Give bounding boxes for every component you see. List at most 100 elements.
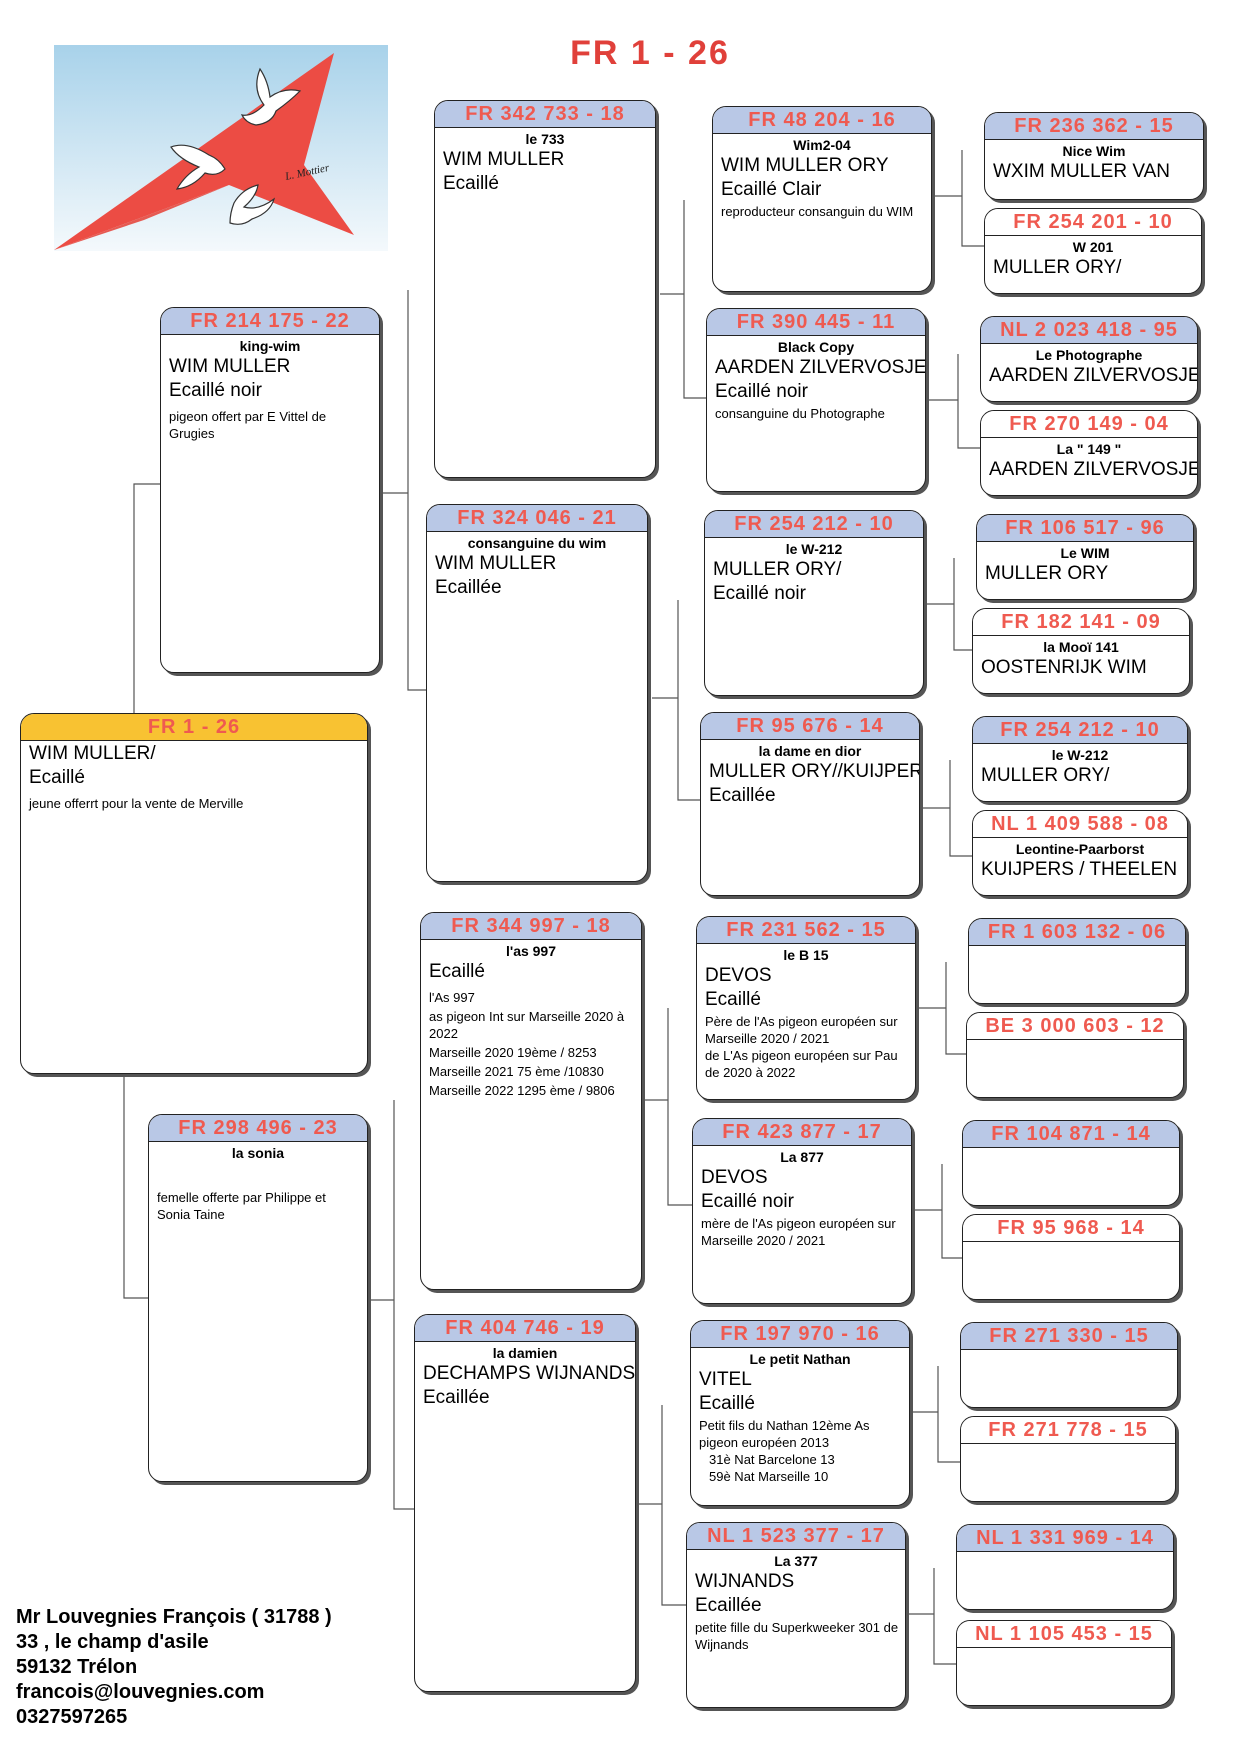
color-line: Ecaillé noir — [713, 583, 806, 604]
ring-number: NL 2 023 418 - 95 — [981, 317, 1197, 344]
pedigree-card-g16: NL 1 105 453 - 15 — [956, 1620, 1172, 1706]
owner-address: Mr Louvegnies François ( 31788 ) 33 , le… — [16, 1605, 332, 1730]
logo: L. Mottier — [54, 45, 388, 251]
pigeon-name: le W-212 — [1051, 747, 1109, 763]
pigeon-name: Black Copy — [777, 339, 855, 355]
breeder-line: MULLER ORY — [985, 563, 1109, 584]
breeder-line: AARDEN ZILVERVOSJE/ — [989, 459, 1198, 480]
ring-number: FR 342 733 - 18 — [435, 101, 655, 128]
pigeon-name: Leontine-Paarborst — [1015, 841, 1145, 857]
pedigree-card-g10: BE 3 000 603 - 12 — [966, 1012, 1184, 1098]
breeder-line: MULLER ORY//KUIJPERS — [709, 761, 920, 782]
pedigree-card-g12: FR 95 968 - 14 — [962, 1214, 1180, 1300]
ring-number: FR 1 603 132 - 06 — [969, 919, 1185, 946]
breeder-line: OOSTENRIJK WIM — [981, 657, 1147, 678]
pedigree-card-sire-sire: FR 342 733 - 18 le 733 WIM MULLER Ecaill… — [434, 100, 656, 478]
ring-number: FR 182 141 - 09 — [973, 609, 1189, 636]
breeder-line: WIJNANDS — [695, 1571, 795, 1592]
ring-number: FR 324 046 - 21 — [427, 505, 647, 532]
ring-number: FR 1 - 26 — [21, 714, 367, 741]
ring-number: FR 197 970 - 16 — [691, 1321, 909, 1348]
pedigree-card-sss: FR 48 204 - 16 Wim2-04 WIM MULLER ORY Ec… — [712, 106, 932, 292]
breeder-line: WIM MULLER — [169, 356, 291, 377]
pigeon-name: Nice Wim — [1062, 143, 1126, 159]
breeder-line: MULLER ORY/ — [713, 559, 842, 580]
color-line: Ecaillée — [435, 577, 502, 598]
note: Marseille 2021 75 ème /10830 — [429, 1064, 604, 1079]
note: petite fille du Superkweeker 301 de Wijn… — [695, 1620, 899, 1652]
color-line: Ecaillé — [29, 767, 85, 788]
note: pigeon offert par E Vittel de Grugies — [169, 409, 327, 441]
pigeon-name: la dame en dior — [758, 743, 862, 759]
ring-number: FR 231 562 - 15 — [697, 917, 915, 944]
pedigree-card-g14: FR 271 778 - 15 — [960, 1416, 1176, 1502]
pedigree-card-sire-dam: FR 324 046 - 21 consanguine du wim WIM M… — [426, 504, 648, 882]
pigeon-name: La 377 — [774, 1553, 818, 1569]
pedigree-card-dam-dam: FR 404 746 - 19 la damien DECHAMPS WIJNA… — [414, 1314, 636, 1692]
pigeon-name: La 877 — [780, 1149, 824, 1165]
ring-number: FR 95 676 - 14 — [701, 713, 919, 740]
ring-number: NL 1 409 588 - 08 — [973, 811, 1187, 838]
pedigree-card-dsd: FR 423 877 - 17 La 877 DEVOS Ecaillé noi… — [692, 1118, 912, 1304]
breeder-line: AARDEN ZILVERVOSJE/A — [715, 357, 926, 378]
ring-number: NL 1 105 453 - 15 — [957, 1621, 1171, 1648]
note: de L'As pigeon européen sur Pau de 2020 … — [705, 1048, 898, 1080]
color-line: Ecaillé noir — [169, 380, 262, 401]
pedigree-card-ddd: NL 1 523 377 - 17 La 377 WIJNANDS Ecaill… — [686, 1522, 906, 1708]
note: Petit fils du Nathan 12ème As pigeon eur… — [699, 1418, 870, 1450]
note: Marseille 2022 1295 ème / 9806 — [429, 1083, 615, 1098]
pigeon-name: W 201 — [1072, 239, 1114, 255]
pedigree-card-g8: NL 1 409 588 - 08 Leontine-Paarborst KUI… — [972, 810, 1188, 896]
color-line: Ecaillé — [443, 173, 499, 194]
color-line: Ecaillé — [705, 989, 761, 1010]
pedigree-card-g4: FR 270 149 - 04 La " 149 " AARDEN ZILVER… — [980, 410, 1198, 496]
owner-street: 33 , le champ d'asile — [16, 1631, 209, 1653]
pedigree-card-g3: NL 2 023 418 - 95 Le Photographe AARDEN … — [980, 316, 1198, 402]
ring-number: FR 236 362 - 15 — [985, 113, 1203, 140]
pedigree-card-dam-sire: FR 344 997 - 18 l'as 997 Ecaillé l'As 99… — [420, 912, 642, 1290]
ring-number: FR 404 746 - 19 — [415, 1315, 635, 1342]
color-line: Ecaillée — [695, 1595, 762, 1616]
owner-city: 59132 Trélon — [16, 1656, 138, 1678]
note: mère de l'As pigeon européen sur Marseil… — [701, 1216, 896, 1248]
ring-number: FR 106 517 - 96 — [977, 515, 1193, 542]
breeder-line: WIM MULLER ORY — [721, 155, 889, 176]
ring-number: FR 95 968 - 14 — [963, 1215, 1179, 1242]
pedigree-card-g5: FR 106 517 - 96 Le WIM MULLER ORY — [976, 514, 1194, 600]
note: 31è Nat Barcelone 13 — [709, 1452, 835, 1467]
dove-icon — [170, 67, 302, 225]
owner-email: francois@louvegnies.com — [16, 1681, 265, 1703]
breeder-line: DEVOS — [705, 965, 772, 986]
pedigree-card-g7: FR 254 212 - 10 le W-212 MULLER ORY/ — [972, 716, 1188, 802]
ring-number: BE 3 000 603 - 12 — [967, 1013, 1183, 1040]
pigeon-name: king-wim — [239, 338, 301, 354]
color-line: Ecaillé — [429, 961, 485, 982]
pigeon-name: l'as 997 — [505, 943, 557, 959]
breeder-line: WIM MULLER — [435, 553, 557, 574]
breeder-line: DECHAMPS WIJNANDS — [423, 1363, 636, 1384]
note: Marseille 2020 19ème / 8253 — [429, 1045, 597, 1060]
ring-number: FR 214 175 - 22 — [161, 308, 379, 335]
pedigree-card-dam: FR 298 496 - 23 la sonia femelle offerte… — [148, 1114, 368, 1482]
pedigree-card-g1: FR 236 362 - 15 Nice Wim WXIM MULLER VAN — [984, 112, 1204, 200]
pedigree-card-ssd: FR 390 445 - 11 Black Copy AARDEN ZILVER… — [706, 308, 926, 492]
breeder-line: WIM MULLER — [443, 149, 565, 170]
pigeon-name: le W-212 — [785, 541, 843, 557]
breeder-line: WIM MULLER/ — [29, 743, 156, 764]
pedigree-card-subject: FR 1 - 26 WIM MULLER/ Ecaillé jeune offe… — [20, 713, 368, 1074]
breeder-line: KUIJPERS / THEELEN — [981, 859, 1178, 880]
pedigree-card-g13: FR 271 330 - 15 — [960, 1322, 1178, 1408]
pedigree-card-g11: FR 104 871 - 14 — [962, 1120, 1180, 1206]
pedigree-card-g15: NL 1 331 969 - 14 — [956, 1524, 1174, 1610]
pigeon-name: La " 149 " — [1056, 441, 1122, 457]
pigeon-name: la Mooï 141 — [1043, 639, 1119, 655]
color-line: Ecaillé noir — [701, 1191, 794, 1212]
logo-star-shade — [54, 185, 229, 250]
pedigree-card-dds: FR 197 970 - 16 Le petit Nathan VITEL Ec… — [690, 1320, 910, 1506]
color-line: Ecaillé Clair — [721, 179, 822, 200]
pedigree-card-dss: FR 231 562 - 15 le B 15 DEVOS Ecaillé Pè… — [696, 916, 916, 1100]
breeder-line: DEVOS — [701, 1167, 768, 1188]
note: 59è Nat Marseille 10 — [709, 1469, 829, 1484]
note: reproducteur consanguin du WIM — [721, 204, 914, 219]
color-line: Ecaillée — [709, 785, 776, 806]
